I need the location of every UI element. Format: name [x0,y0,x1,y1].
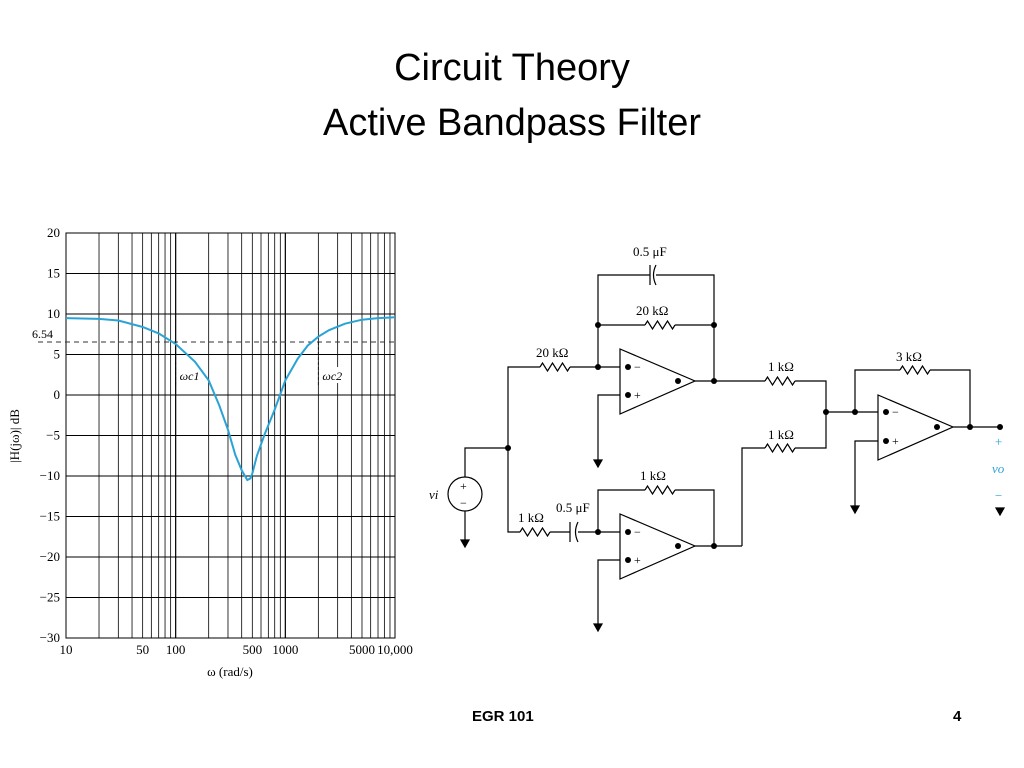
resistor-sum2 [764,442,796,454]
chart-grid [65,232,396,639]
label-source: vi [429,487,439,502]
x-axis-label: ω (rad/s) [207,664,253,679]
label-r-sum2: 1 kΩ [768,427,794,442]
x-tick-label: 100 [166,642,186,657]
y-tick-label: 20 [47,225,60,240]
label-c-feedback: 0.5 μF [633,244,667,259]
y-tick-labels: 20 15 10 5 0 −5 −10 −15 −20 −25 −30 [40,225,60,645]
opamp-top-plus-wire [597,394,620,462]
y-tick-label: −20 [40,549,60,564]
capacitor-bottom [569,521,579,543]
wire-input-top [507,325,620,448]
resistor-input-bottom [519,526,551,538]
reference-value-label: 6.54 [32,327,53,341]
label-r-feedback-top: 20 kΩ [636,303,668,318]
wire-top-out [695,380,827,412]
opamp-sum-minus: − [892,405,899,419]
resistor-input-top [539,361,571,373]
opamp-top-minus: − [634,360,641,374]
junction-dots [505,322,1003,563]
y-tick-label: 15 [47,266,60,281]
label-r-input-bottom: 1 kΩ [518,510,544,525]
footer-course: EGR 101 [472,708,534,725]
resistor-feedback-bottom [644,484,676,496]
opamp-bottom-plus: + [634,553,641,567]
wire-input-bottom [550,489,715,546]
x-tick-label: 10 [60,642,73,657]
y-tick-label: 0 [54,387,61,402]
resistor-sum1 [764,375,796,387]
y-tick-label: −10 [40,468,60,483]
y-tick-label: −5 [46,428,60,443]
wire-sum-junction [741,369,971,546]
y-tick-label: −15 [40,509,60,524]
label-output: vo [992,461,1005,476]
opamp-bottom [619,513,697,580]
ground-source [459,539,471,549]
footer-page-number: 4 [953,708,962,725]
label-r-feedback-sum: 3 kΩ [896,349,922,364]
source-plus-sign: + [460,479,467,493]
label-output-minus: − [995,488,1002,503]
ground-top [592,459,604,469]
y-axis-label: |H(jω)| dB [7,409,22,463]
chart-series [65,316,396,482]
label-r-input-top: 20 kΩ [536,345,568,360]
x-tick-label: 500 [243,642,263,657]
cutoff-label-bg-1 [178,367,201,384]
opamp-bottom-minus: − [634,525,641,539]
capacitor-top [649,264,657,286]
opamp-top-plus: + [634,388,641,402]
label-c-input-bottom: 0.5 μF [556,500,590,515]
x-tick-label: 10,000 [377,642,413,657]
resistor-top-feedback [644,319,676,331]
series-line-1 [65,316,396,482]
resistor-feedback-sum [899,364,931,376]
label-r-feedback-bottom: 1 kΩ [640,468,666,483]
y-tick-label: −25 [40,590,60,605]
ground-sum [849,505,861,515]
x-tick-label: 50 [136,642,149,657]
label-r-sum1: 1 kΩ [768,359,794,374]
ground-bottom [592,623,604,633]
slide-title-line-1: Circuit Theory [394,47,630,89]
y-tick-label: −30 [40,630,60,645]
x-tick-label: 5000 [349,642,375,657]
slide-title-line-2: Active Bandpass Filter [322,102,702,144]
opamp-sum [877,394,955,461]
x-tick-label: 1000 [272,642,298,657]
opamp-top [619,348,697,415]
opamp-sum-plus: + [892,434,899,448]
circuit-labels: 0.5 μF 20 kΩ 20 kΩ 1 kΩ 1 kΩ 3 kΩ 1 kΩ 1… [429,244,1005,567]
y-tick-label: 10 [47,306,60,321]
cutoff-label-2: ωc2 [322,369,342,383]
wire-source [464,447,520,540]
cutoff-label-1: ωc1 [180,369,200,383]
ground-output [994,507,1006,517]
source-minus-sign: − [460,496,467,510]
reference-line: 6.54 ωc1 ωc2 [32,327,395,388]
opamp-sum-plus-wire [854,440,878,508]
y-tick-label: 5 [54,347,61,362]
cutoff-label-bg-2 [321,367,344,384]
wire-top-feedback [597,274,715,380]
opamp-bottom-plus-wire [597,559,620,626]
label-output-plus: + [995,434,1002,449]
